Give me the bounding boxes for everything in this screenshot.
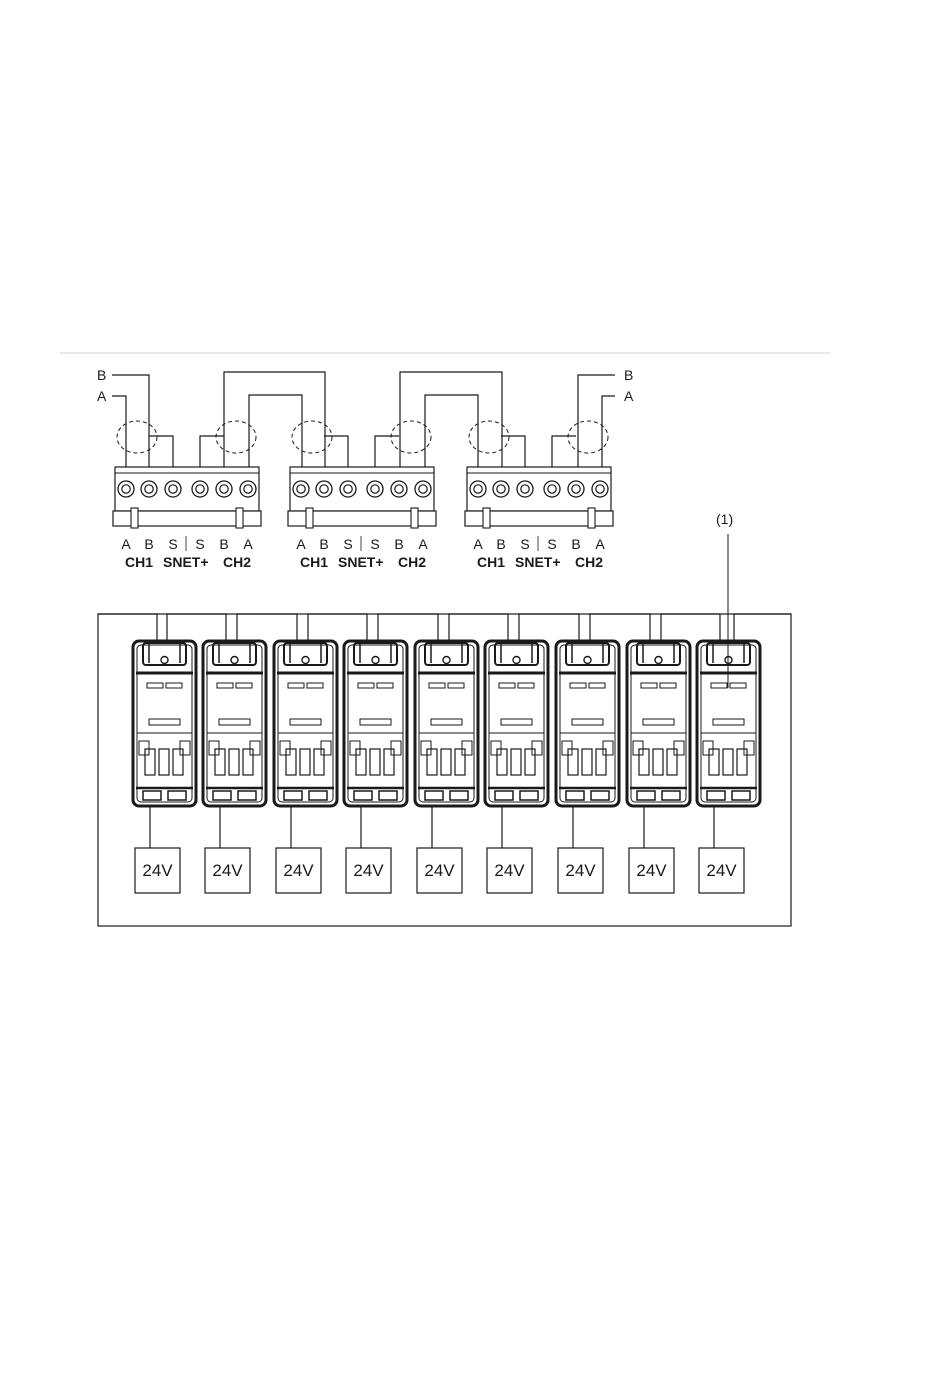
terminal-pin-label: A [296, 536, 306, 552]
device-bus-wiring [98, 614, 791, 641]
power-supply-24v: 24V [629, 806, 674, 893]
terminal-pin-label: S [370, 536, 379, 552]
field-device [556, 641, 619, 806]
terminal-group-label: CH1 [300, 554, 328, 570]
shield-twist-marker [469, 421, 509, 453]
terminal-pin-label: B [394, 536, 403, 552]
field-device [274, 641, 337, 806]
field-devices: 24V 24V 24V 24V 24V 24V 24V 24V 24V [98, 614, 791, 893]
terminal-pin-label: A [121, 536, 131, 552]
power-supply-label: 24V [706, 861, 737, 880]
terminal-pin-label: A [243, 536, 253, 552]
terminal-pin-label: B [144, 536, 153, 552]
wire-label-b-left: B [97, 367, 106, 383]
terminal-group-label: CH1 [125, 554, 153, 570]
wire-label-a-right: A [624, 388, 634, 404]
terminal-pin-label: B [219, 536, 228, 552]
terminal-group-label: CH2 [398, 554, 426, 570]
field-device [485, 641, 548, 806]
field-device [203, 641, 266, 806]
power-supply-24v: 24V [346, 806, 391, 893]
power-supply-label: 24V [283, 861, 314, 880]
terminal-pin-label: S [195, 536, 204, 552]
power-supply-24v: 24V [205, 806, 250, 893]
shield-twist-marker [216, 421, 256, 453]
terminal-pin-label: S [547, 536, 556, 552]
field-device [627, 641, 690, 806]
shield-twist-marker [292, 421, 332, 453]
terminal-pin-label: B [496, 536, 505, 552]
terminal-group-label: CH1 [477, 554, 505, 570]
terminal-pin-label: S [343, 536, 352, 552]
power-supply-label: 24V [424, 861, 455, 880]
terminal-pin-label: S [168, 536, 177, 552]
terminal-group-label: SNET+ [515, 554, 561, 570]
power-supply-24v: 24V [135, 806, 180, 893]
callout-label: (1) [716, 511, 733, 527]
terminal-pin-label: A [595, 536, 605, 552]
terminal-pin-label: A [473, 536, 483, 552]
power-supply-24v: 24V [699, 806, 744, 893]
power-supply-label: 24V [494, 861, 525, 880]
power-supply-24v: 24V [558, 806, 603, 893]
terminal-pin-label: S [520, 536, 529, 552]
terminal-group-label: SNET+ [163, 554, 209, 570]
wire-label-a-left: A [97, 388, 107, 404]
power-supply-label: 24V [353, 861, 384, 880]
power-supply-label: 24V [212, 861, 243, 880]
terminal-group-label: SNET+ [338, 554, 384, 570]
power-supply-24v: 24V [417, 806, 462, 893]
terminal-group-label: CH2 [575, 554, 603, 570]
terminal-pin-label: B [571, 536, 580, 552]
power-supply-label: 24V [636, 861, 667, 880]
bus-wiring [112, 372, 615, 467]
power-supply-label: 24V [142, 861, 173, 880]
field-device [415, 641, 478, 806]
field-device [344, 641, 407, 806]
terminal-pin-label: B [319, 536, 328, 552]
wire-label-b-right: B [624, 367, 633, 383]
terminal-group-label: CH2 [223, 554, 251, 570]
power-supply-label: 24V [565, 861, 596, 880]
shield-twist-marker [117, 421, 157, 453]
terminal-pin-label: A [418, 536, 428, 552]
power-supply-24v: 24V [487, 806, 532, 893]
field-device [133, 641, 196, 806]
power-supply-24v: 24V [276, 806, 321, 893]
